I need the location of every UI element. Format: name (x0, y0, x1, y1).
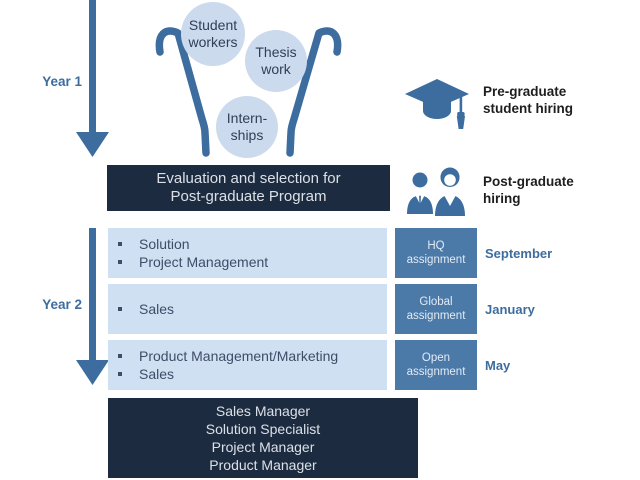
year2-label: Year 2 (42, 297, 82, 312)
bullet-item: Project Management (118, 253, 387, 271)
year1-label: Year 1 (42, 74, 82, 89)
legend-pre-graduate: Pre-graduate student hiring (483, 83, 573, 117)
graduation-cap-icon (405, 79, 469, 129)
circle-label: Student (188, 16, 238, 33)
legend-line: Pre-graduate (483, 84, 567, 99)
bullet-label: Project Management (139, 254, 269, 270)
evaluation-box-line: Evaluation and selection for (156, 170, 341, 187)
bullet-icon (118, 307, 122, 311)
circle-label: workers (188, 34, 238, 50)
bullet-icon (118, 372, 122, 376)
bullet-item: Solution (118, 235, 387, 253)
bullet-item: Sales (118, 365, 387, 383)
assignment-box-hq: HQ assignment (395, 228, 477, 278)
outcome-role: Product Manager (209, 457, 317, 473)
bullet-item: Sales (118, 300, 387, 318)
people-icon (407, 167, 465, 216)
legend-line: Post-graduate (483, 174, 574, 189)
assignment-label: assignment (406, 310, 466, 322)
year1-arrow-icon (76, 0, 109, 157)
assignment-label: assignment (406, 254, 466, 266)
assignment-box-open: Open assignment (395, 340, 477, 390)
circle-label: work (261, 61, 291, 77)
circle-label: ships (230, 127, 264, 143)
month-label-january: January (485, 301, 535, 317)
bullet-item: Product Management/Marketing (118, 347, 387, 365)
legend-line: student hiring (483, 101, 573, 116)
assignment-label: Global (419, 296, 453, 308)
bullet-icon (118, 260, 122, 264)
bullet-label: Sales (139, 301, 175, 317)
bullet-icon (118, 242, 122, 246)
legend-post-graduate: Post-graduate hiring (483, 173, 574, 207)
funnel-icon (155, 27, 342, 157)
evaluation-box-line: Post-graduate Program (170, 188, 327, 205)
circle-label: Thesis (255, 43, 297, 60)
assignment-label: Open (421, 352, 451, 364)
bullet-label: Solution (139, 236, 190, 252)
legend-line: hiring (483, 191, 521, 206)
bullet-icon (118, 354, 122, 358)
outcome-role: Sales Manager (215, 403, 311, 419)
funnel-circle-student-workers: Student workers (181, 2, 245, 66)
program-row-2: Sales (108, 284, 387, 334)
circle-label: Intern- (226, 109, 268, 126)
outcome-roles-box: Sales Manager Solution Specialist Projec… (108, 398, 418, 478)
month-label-may: May (485, 357, 511, 373)
program-row-3: Product Management/Marketing Sales (108, 340, 387, 390)
year2-arrow-icon (76, 228, 109, 385)
outcome-role: Solution Specialist (205, 421, 321, 437)
bullet-label: Sales (139, 366, 175, 382)
month-label-september: September (485, 245, 553, 261)
funnel-circle-internships: Intern- ships (216, 96, 278, 158)
program-row-1: Solution Project Management (108, 228, 387, 278)
funnel-circle-thesis-work: Thesis work (245, 30, 307, 92)
bullet-label: Product Management/Marketing (139, 348, 339, 364)
outcome-role: Project Manager (211, 439, 315, 455)
evaluation-box: Evaluation and selection for Post-gradua… (107, 165, 390, 211)
assignment-label: HQ (427, 240, 445, 252)
assignment-box-global: Global assignment (395, 284, 477, 334)
assignment-label: assignment (406, 366, 466, 378)
